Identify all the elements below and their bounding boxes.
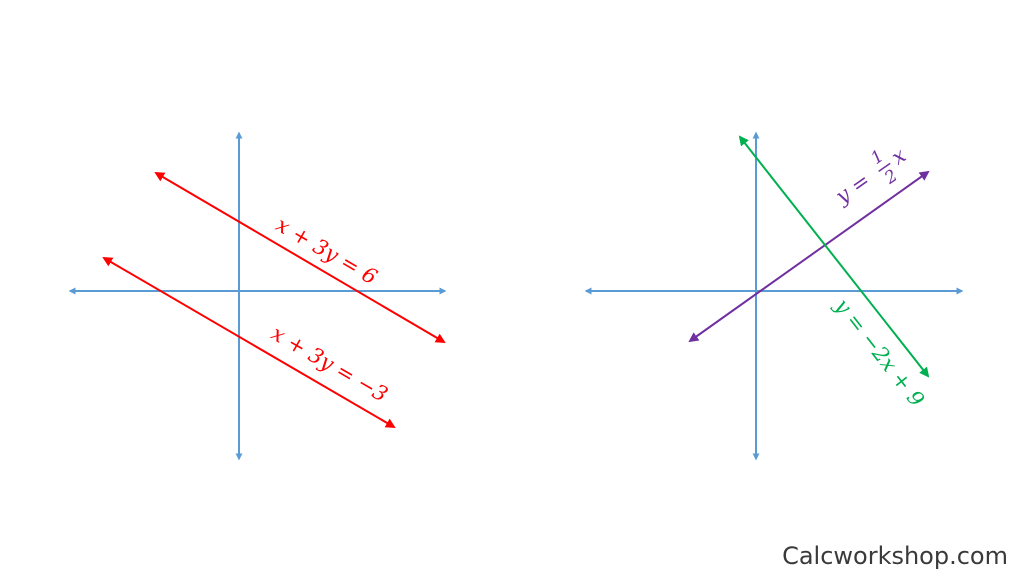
line-y-eq-half-x xyxy=(688,170,930,343)
line-x-plus-3y-eq-6 xyxy=(154,171,446,344)
label-y-eq-half-x: y = 1 2 x xyxy=(830,143,911,209)
label-y-eq-neg2x-plus-9: y = −2x + 9 xyxy=(829,293,929,411)
label-x-suffix: x xyxy=(887,143,911,170)
label-y-eq-prefix: y = xyxy=(830,168,874,209)
line-x-plus-3y-eq-neg3 xyxy=(102,256,396,429)
label-fraction-denominator: 2 xyxy=(880,166,901,189)
left-graph: x + 3y = 6 x + 3y = −3 xyxy=(68,131,447,461)
line-y-eq-neg2x-plus-9 xyxy=(738,135,930,378)
label-fraction-bar xyxy=(878,162,891,172)
label-fraction-numerator: 1 xyxy=(867,146,887,169)
watermark: Calcworkshop.com xyxy=(782,542,1008,570)
right-graph: y = 1 2 x y = −2x + 9 xyxy=(584,131,964,461)
